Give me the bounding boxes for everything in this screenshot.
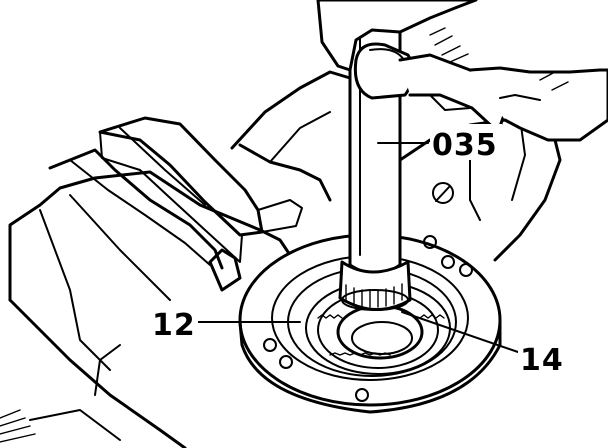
callout-12: 12 xyxy=(152,308,196,343)
bolt-hole xyxy=(263,338,277,352)
bolt-hole xyxy=(279,355,293,369)
bolt-hole xyxy=(355,388,369,402)
bolt-hole xyxy=(423,235,437,249)
callout-035: 035 xyxy=(432,128,498,163)
leader-line-14 xyxy=(401,311,519,353)
callout-14: 14 xyxy=(520,343,564,378)
flange-housing xyxy=(238,233,502,414)
hand xyxy=(316,0,608,142)
bolt-hole xyxy=(459,263,473,277)
bolt-hole xyxy=(441,255,455,269)
